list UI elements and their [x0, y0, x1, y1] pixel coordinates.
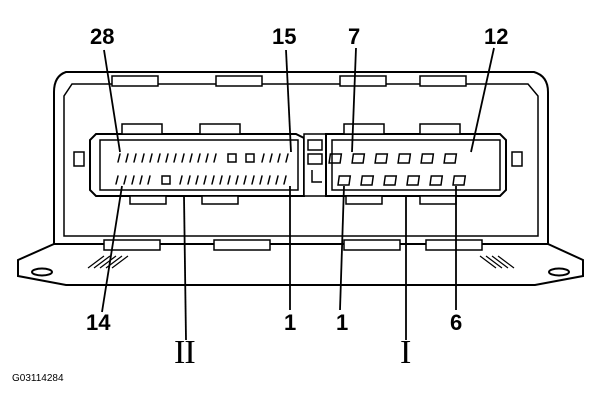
center-key [303, 133, 327, 197]
pin-label-12: 12 [484, 24, 509, 49]
mounting-hole-right [548, 267, 570, 277]
pin-label-14: 14 [86, 310, 111, 335]
figure-reference: G03114284 [12, 373, 64, 384]
connector-id-II: II [174, 334, 196, 371]
pin-label-1-right: 1 [336, 310, 349, 335]
connector-id-I: I [400, 334, 411, 371]
pin-label-6: 6 [450, 310, 463, 335]
mounting-hole-left [31, 267, 53, 277]
pin-label-15: 15 [272, 24, 297, 49]
pin-label-7: 7 [348, 24, 361, 49]
housing-inner [63, 83, 539, 237]
pin-label-1-left: 1 [284, 310, 297, 335]
side-tab-left [73, 151, 85, 167]
connector-I [325, 123, 507, 205]
pin-label-28: 28 [90, 24, 115, 49]
side-tab-right [511, 151, 523, 167]
connector-II [89, 123, 305, 205]
leader-lines [101, 47, 495, 341]
